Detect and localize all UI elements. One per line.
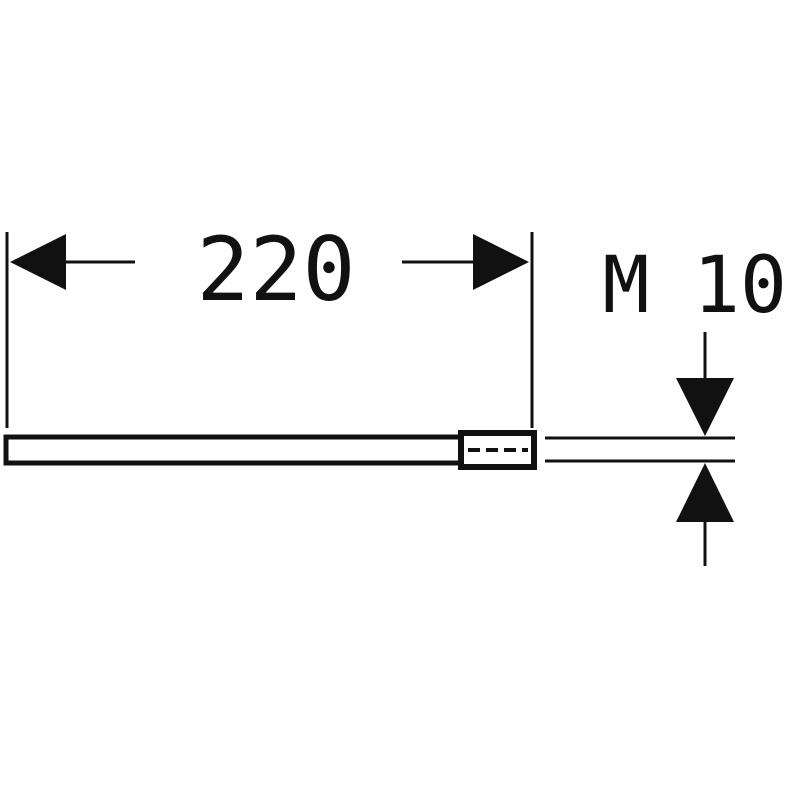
arrow-up-icon bbox=[676, 463, 734, 522]
arrow-right-icon bbox=[473, 234, 529, 290]
thread-prefix-label: M bbox=[603, 241, 650, 331]
arrow-down-icon bbox=[676, 378, 734, 436]
arrow-left-icon bbox=[10, 234, 66, 290]
rod bbox=[3, 430, 537, 470]
length-label: 220 bbox=[197, 218, 356, 321]
rod-body bbox=[3, 434, 465, 466]
thread-dimension: M 10 bbox=[603, 241, 787, 566]
thread-size-label: 10 bbox=[693, 241, 787, 331]
length-dimension: 220 bbox=[10, 218, 529, 321]
